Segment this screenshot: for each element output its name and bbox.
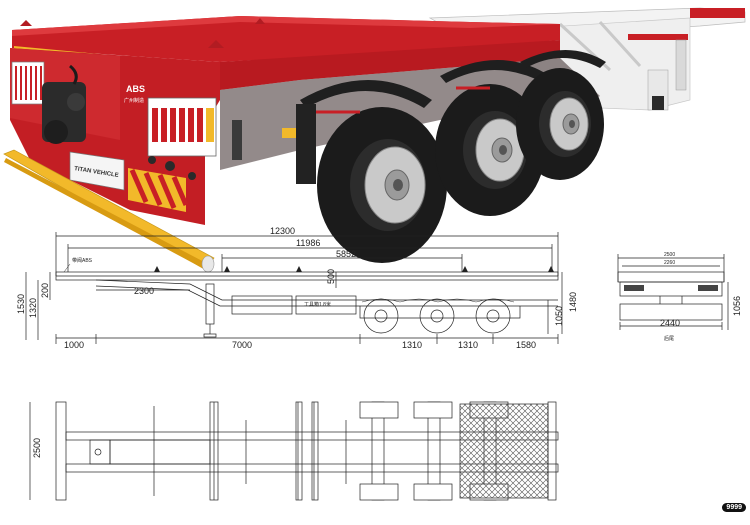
plan-width: 2500 <box>32 438 42 458</box>
abs-label: ABS <box>126 84 145 94</box>
side-wheel-3 <box>475 298 511 334</box>
dim-axle-spacing-2: 1310 <box>458 340 478 350</box>
abs-note: 带阀ABS <box>72 257 93 264</box>
dim-gooseneck-length: 2300 <box>134 286 154 296</box>
dim-gooseneck-height: 200 <box>40 283 50 298</box>
rear-height: 1056 <box>732 296 742 316</box>
dim-overall-height: 1530 <box>16 294 26 314</box>
side-wheel-2 <box>419 298 455 334</box>
wheel-3 <box>516 68 604 180</box>
dim-rear-overhang: 1580 <box>516 340 536 350</box>
dim-kingpin-offset: 500 <box>326 269 336 284</box>
corner-badge: 9999 <box>722 503 746 512</box>
dim-overall-length: 12300 <box>270 226 295 236</box>
dim-deck-height: 1320 <box>28 298 38 318</box>
hazard-stripes <box>128 168 189 212</box>
dim-front-overhang: 1000 <box>64 340 84 350</box>
rear-width-outer: 2500 <box>664 252 675 258</box>
side-elevation-drawing: 12300 11986 5852 500 带阀ABS 2300 <box>16 226 578 350</box>
rear-view-caption: 后尾 <box>664 335 674 342</box>
trailer-photo: ABS 广州制造 TITAN VEHICLE <box>3 7 746 273</box>
rear-width-inner: 2260 <box>664 260 675 266</box>
dim-rear-height: 1480 <box>568 292 578 312</box>
abs-sublabel: 广州制造 <box>124 97 144 104</box>
front-guard-bar <box>3 149 215 273</box>
toolbox-note: 工具箱1.8米 <box>304 301 331 308</box>
wheel-1 <box>317 107 447 263</box>
front-face: ABS 广州制造 TITAN VEHICLE <box>3 48 220 273</box>
dim-kingpin-to-axle: 7000 <box>232 340 252 350</box>
rear-view-drawing: 2500 2260 2440 1056 后尾 <box>617 252 742 342</box>
rear-track-width: 2440 <box>660 318 680 328</box>
plan-view-drawing: 2500 <box>29 401 559 501</box>
dim-wheel-height: 1050 <box>554 306 564 326</box>
dim-axle-spacing-1: 1310 <box>402 340 422 350</box>
dim-axle-span: 5852 <box>336 249 356 259</box>
brand-plate: TITAN VEHICLE <box>69 151 125 191</box>
rear-deck-plate <box>459 403 549 499</box>
dim-frame-length: 11986 <box>296 238 320 248</box>
side-wheel-1 <box>363 298 399 334</box>
fenders <box>296 50 606 184</box>
